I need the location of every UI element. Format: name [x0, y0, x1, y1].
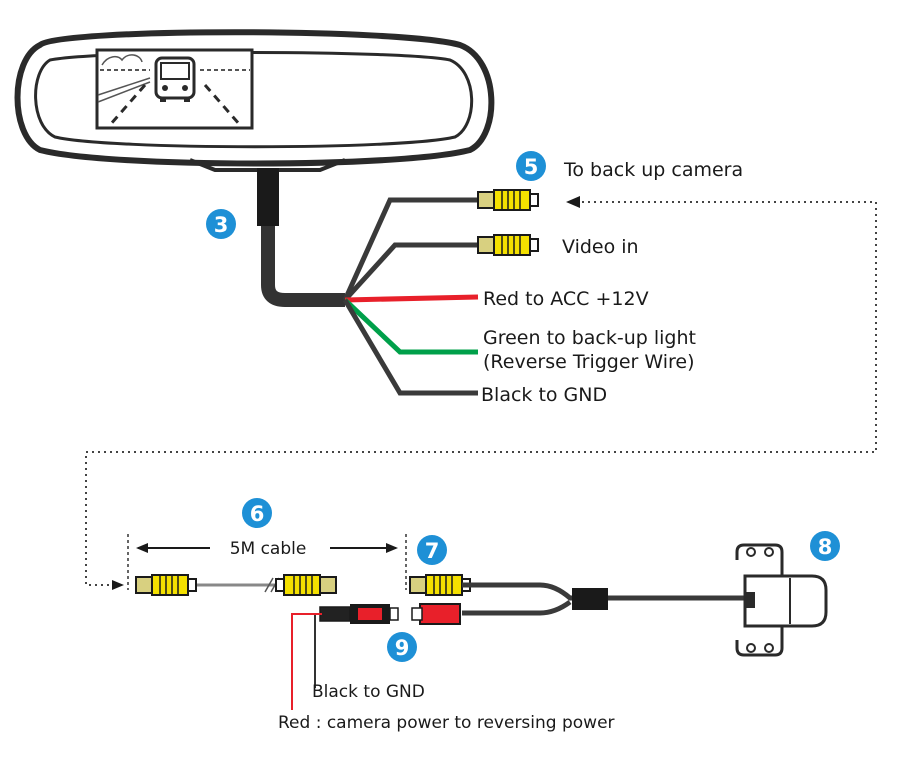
label-red-acc: Red to ACC +12V	[483, 288, 649, 310]
svg-text:3: 3	[214, 213, 229, 237]
rca-connector-camera	[477, 189, 539, 211]
camera-cable	[409, 574, 745, 616]
label-black-gnd-top: Black to GND	[481, 384, 607, 406]
badge-8: 8	[810, 531, 840, 561]
label-black-gnd-bottom: Black to GND	[312, 682, 425, 702]
arrow-right-icon	[112, 580, 124, 590]
dotted-route	[85, 196, 877, 590]
svg-text:5: 5	[524, 155, 539, 179]
mirror-screen	[95, 48, 254, 130]
label-green-backup: Green to back-up light	[483, 327, 696, 349]
extension-cable	[135, 574, 337, 596]
svg-text:9: 9	[395, 636, 410, 660]
badge-7: 7	[417, 535, 447, 565]
badge-9: 9	[387, 632, 417, 662]
svg-text:7: 7	[425, 539, 440, 563]
main-cable	[257, 168, 345, 307]
rearview-mirror	[14, 29, 495, 172]
rca-connector-video-in	[477, 234, 539, 256]
arrow-left-icon	[566, 196, 580, 208]
svg-text:6: 6	[250, 502, 265, 526]
label-red-camera-power: Red : camera power to reversing power	[278, 713, 615, 733]
backup-camera	[735, 543, 828, 657]
badge-5: 5	[516, 151, 546, 181]
cable-length-dimension: 5M cable	[127, 534, 407, 590]
svg-text:8: 8	[818, 535, 833, 559]
bus-icon	[154, 56, 196, 102]
badge-6: 6	[242, 498, 272, 528]
power-connectors	[319, 603, 461, 625]
wire-harness	[342, 197, 479, 396]
bottom-wires	[291, 613, 322, 710]
badge-3: 3	[206, 209, 236, 239]
label-reverse-trigger: (Reverse Trigger Wire)	[483, 351, 695, 373]
label-5m-cable: 5M cable	[230, 539, 307, 559]
label-back-up-camera: To back up camera	[563, 159, 743, 181]
label-video-in: Video in	[562, 236, 639, 258]
